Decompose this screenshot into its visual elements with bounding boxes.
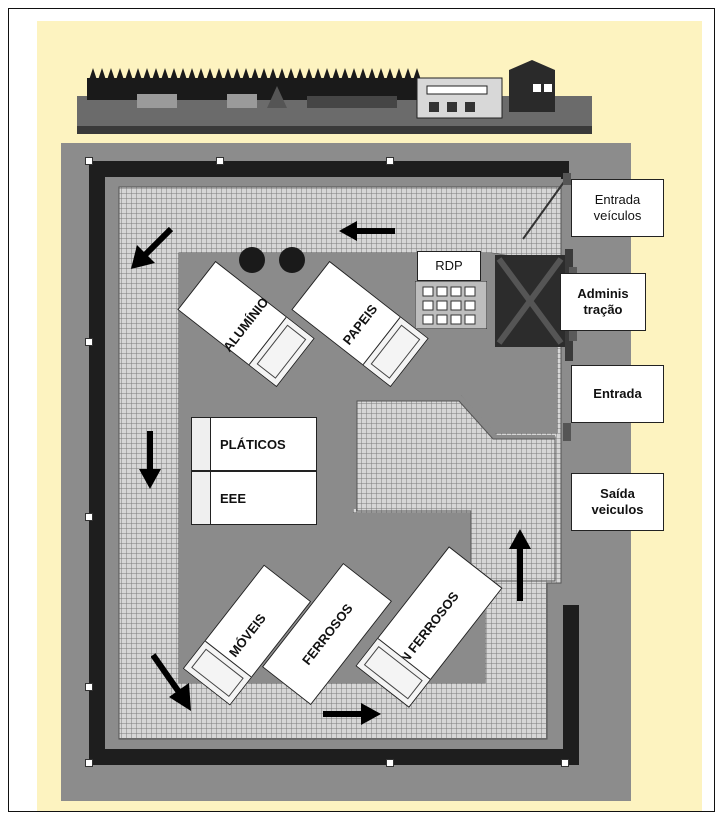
arrow-icon	[131, 227, 173, 269]
diagram-canvas: RDP ALUMÍNIO PAPEIS PLÁTICOS EEE	[37, 21, 702, 811]
arrow-icon	[323, 703, 381, 725]
arrow-icon	[509, 529, 531, 601]
container-label: PAPEIS	[339, 300, 381, 348]
perimeter-wall-right-upper	[561, 161, 569, 179]
container-icon	[192, 418, 211, 470]
container-label: FERROSOS	[298, 600, 356, 668]
container-label: MÓVEIS	[225, 610, 269, 660]
container-plasticos: PLÁTICOS	[191, 417, 317, 471]
perimeter-wall-top	[89, 161, 569, 177]
fence-post	[85, 513, 93, 521]
callout-entrada-veiculos: Entrada veículos	[571, 179, 664, 237]
round-bin-icon	[239, 247, 265, 273]
label-rdp: RDP	[417, 251, 481, 281]
fence-post	[85, 338, 93, 346]
fence-post	[386, 157, 394, 165]
rdp-rack	[415, 281, 487, 329]
fence-post	[386, 759, 394, 767]
callout-entrada: Entrada	[571, 365, 664, 423]
fence-post	[216, 157, 224, 165]
arrow-icon	[339, 221, 395, 241]
callout-administracao: Adminis tração	[560, 273, 646, 331]
container-eee: EEE	[191, 471, 317, 525]
perimeter-wall-bottom	[89, 749, 579, 765]
perimeter-wall-left	[89, 161, 105, 765]
round-bin-icon	[279, 247, 305, 273]
callout-saida-veiculos: Saída veiculos	[571, 473, 664, 531]
entrance-gate-line	[522, 173, 571, 240]
fence-post	[561, 759, 569, 767]
fence-post	[85, 683, 93, 691]
figure-frame: RDP ALUMÍNIO PAPEIS PLÁTICOS EEE	[8, 8, 715, 812]
fence-post	[85, 759, 93, 767]
gate-post	[563, 423, 571, 441]
site-elevation-view	[77, 60, 592, 134]
perimeter-wall-right-lower	[563, 605, 579, 765]
arrow-icon	[151, 653, 191, 711]
container-icon	[192, 472, 211, 524]
container-label: EEE	[220, 490, 247, 506]
arrow-icon	[139, 431, 161, 489]
site-plan: RDP ALUMÍNIO PAPEIS PLÁTICOS EEE	[61, 143, 631, 801]
container-label: PLÁTICOS	[220, 436, 286, 452]
fence-post	[85, 157, 93, 165]
